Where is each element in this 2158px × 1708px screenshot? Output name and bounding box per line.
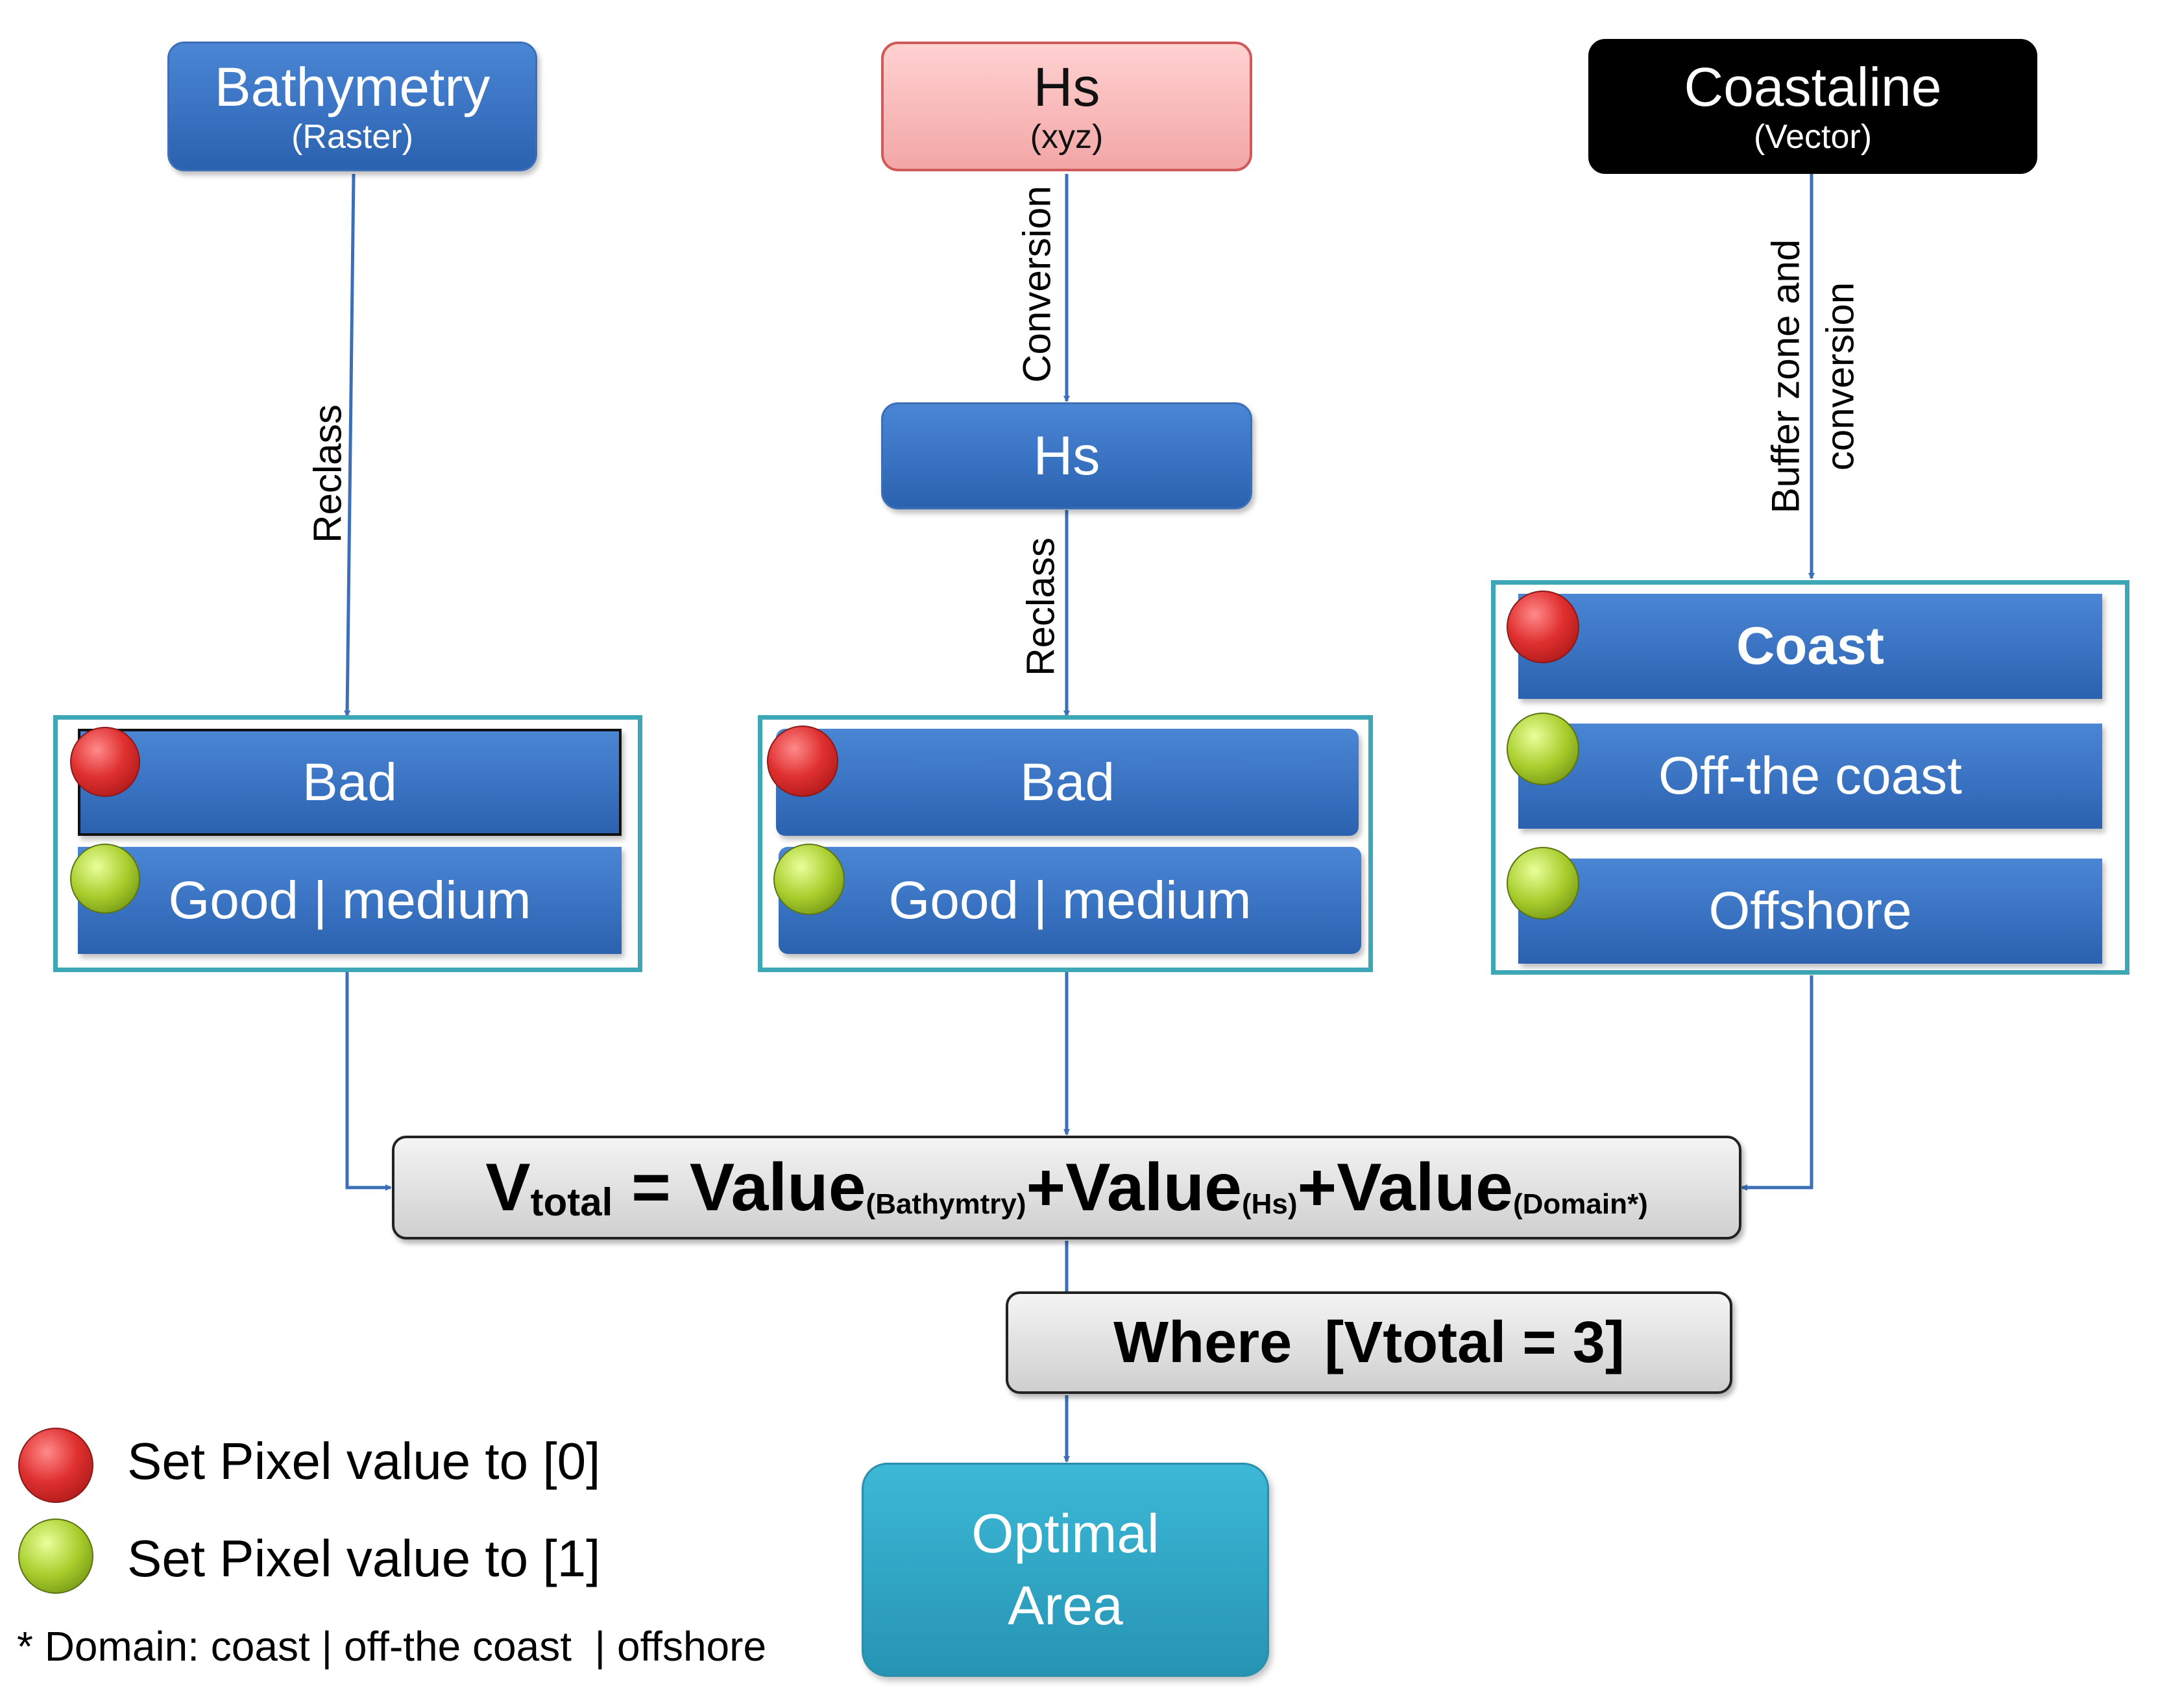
green-dot-icon [1507, 847, 1579, 920]
formula-value-bathymetry: Value [689, 1149, 866, 1225]
domain-classes-frame [1491, 580, 2129, 975]
bathymetry-title: Bathymetry [214, 56, 491, 117]
green-dot-icon [1507, 713, 1579, 785]
green-dot-icon [70, 844, 140, 914]
coastline-buffer-label-line1: Buffer zone and [1764, 239, 1808, 514]
coastline-source-box: Coastaline (Vector) [1588, 39, 2037, 174]
bathymetry-reclass-label: Reclass [306, 404, 350, 543]
hs-title: Hs [1033, 56, 1100, 117]
legend-red-text: Set Pixel value to [0] [127, 1432, 601, 1490]
formula-equals: = [612, 1149, 690, 1225]
formula-value-domain: Value [1337, 1149, 1513, 1225]
bathymetry-source-box: Bathymetry (Raster) [167, 42, 537, 171]
arrow-bathymetry-reclass [344, 173, 356, 717]
red-dot-icon [70, 727, 140, 797]
hs-good-item: Good | medium [779, 847, 1361, 954]
bathymetry-classes-frame [53, 715, 642, 972]
bathymetry-bad-item: Bad [78, 729, 622, 836]
hs-source-box: Hs (xyz) [881, 42, 1252, 171]
optimal-area-line1: Optimal [971, 1503, 1159, 1565]
optimal-area-line2: Area [1008, 1575, 1123, 1636]
hs-classes-frame [758, 715, 1373, 972]
where-condition-box: Where [Vtotal = 3] [1006, 1291, 1732, 1394]
formula-value-hs: Value [1065, 1149, 1242, 1225]
formula-plus-2: + [1297, 1149, 1337, 1225]
bathymetry-subtitle: (Raster) [291, 118, 413, 156]
coastline-subtitle: (Vector) [1753, 118, 1873, 156]
where-condition-text: Where [Vtotal = 3] [1113, 1310, 1625, 1375]
domain-offshore-item: Offshore [1518, 859, 2102, 964]
bathymetry-good-item: Good | medium [78, 847, 622, 954]
formula-total-subscript: total [530, 1180, 613, 1224]
formula-v: V [485, 1149, 531, 1225]
domain-coast-item: Coast [1518, 594, 2102, 699]
formula-plus-1: + [1026, 1149, 1066, 1225]
hs-conversion-label: Conversion [1015, 186, 1059, 383]
legend-green-dot-icon [18, 1519, 93, 1594]
red-dot-icon [767, 726, 838, 797]
hs-converted-title: Hs [1033, 425, 1100, 487]
domain-footnote: * Domain: coast | off-the coast | offsho… [17, 1623, 767, 1670]
optimal-area-box: Optimal Area [862, 1463, 1269, 1677]
arrow-domain-to-formula [1741, 975, 1813, 1191]
formula-subscript-domain: (Domain*) [1512, 1188, 1648, 1220]
hs-subtitle: (xyz) [1030, 118, 1104, 156]
hs-converted-box: Hs [881, 402, 1252, 509]
formula-subscript-hs: (Hs) [1241, 1188, 1298, 1220]
arrow-bathy-to-formula [345, 972, 392, 1191]
domain-off-coast-item: Off-the coast [1518, 724, 2102, 829]
coastline-title: Coastaline [1684, 56, 1942, 117]
coastline-buffer-label-line2: conversion [1818, 282, 1862, 471]
hs-reclass-label: Reclass [1019, 537, 1063, 676]
green-dot-icon [773, 844, 845, 915]
legend-green-text: Set Pixel value to [1] [127, 1530, 601, 1587]
hs-bad-item: Bad [776, 729, 1359, 836]
legend-red-dot-icon [18, 1428, 93, 1503]
red-dot-icon [1507, 591, 1579, 663]
formula-subscript-bathymetry: (Bathymtry) [866, 1188, 1026, 1220]
